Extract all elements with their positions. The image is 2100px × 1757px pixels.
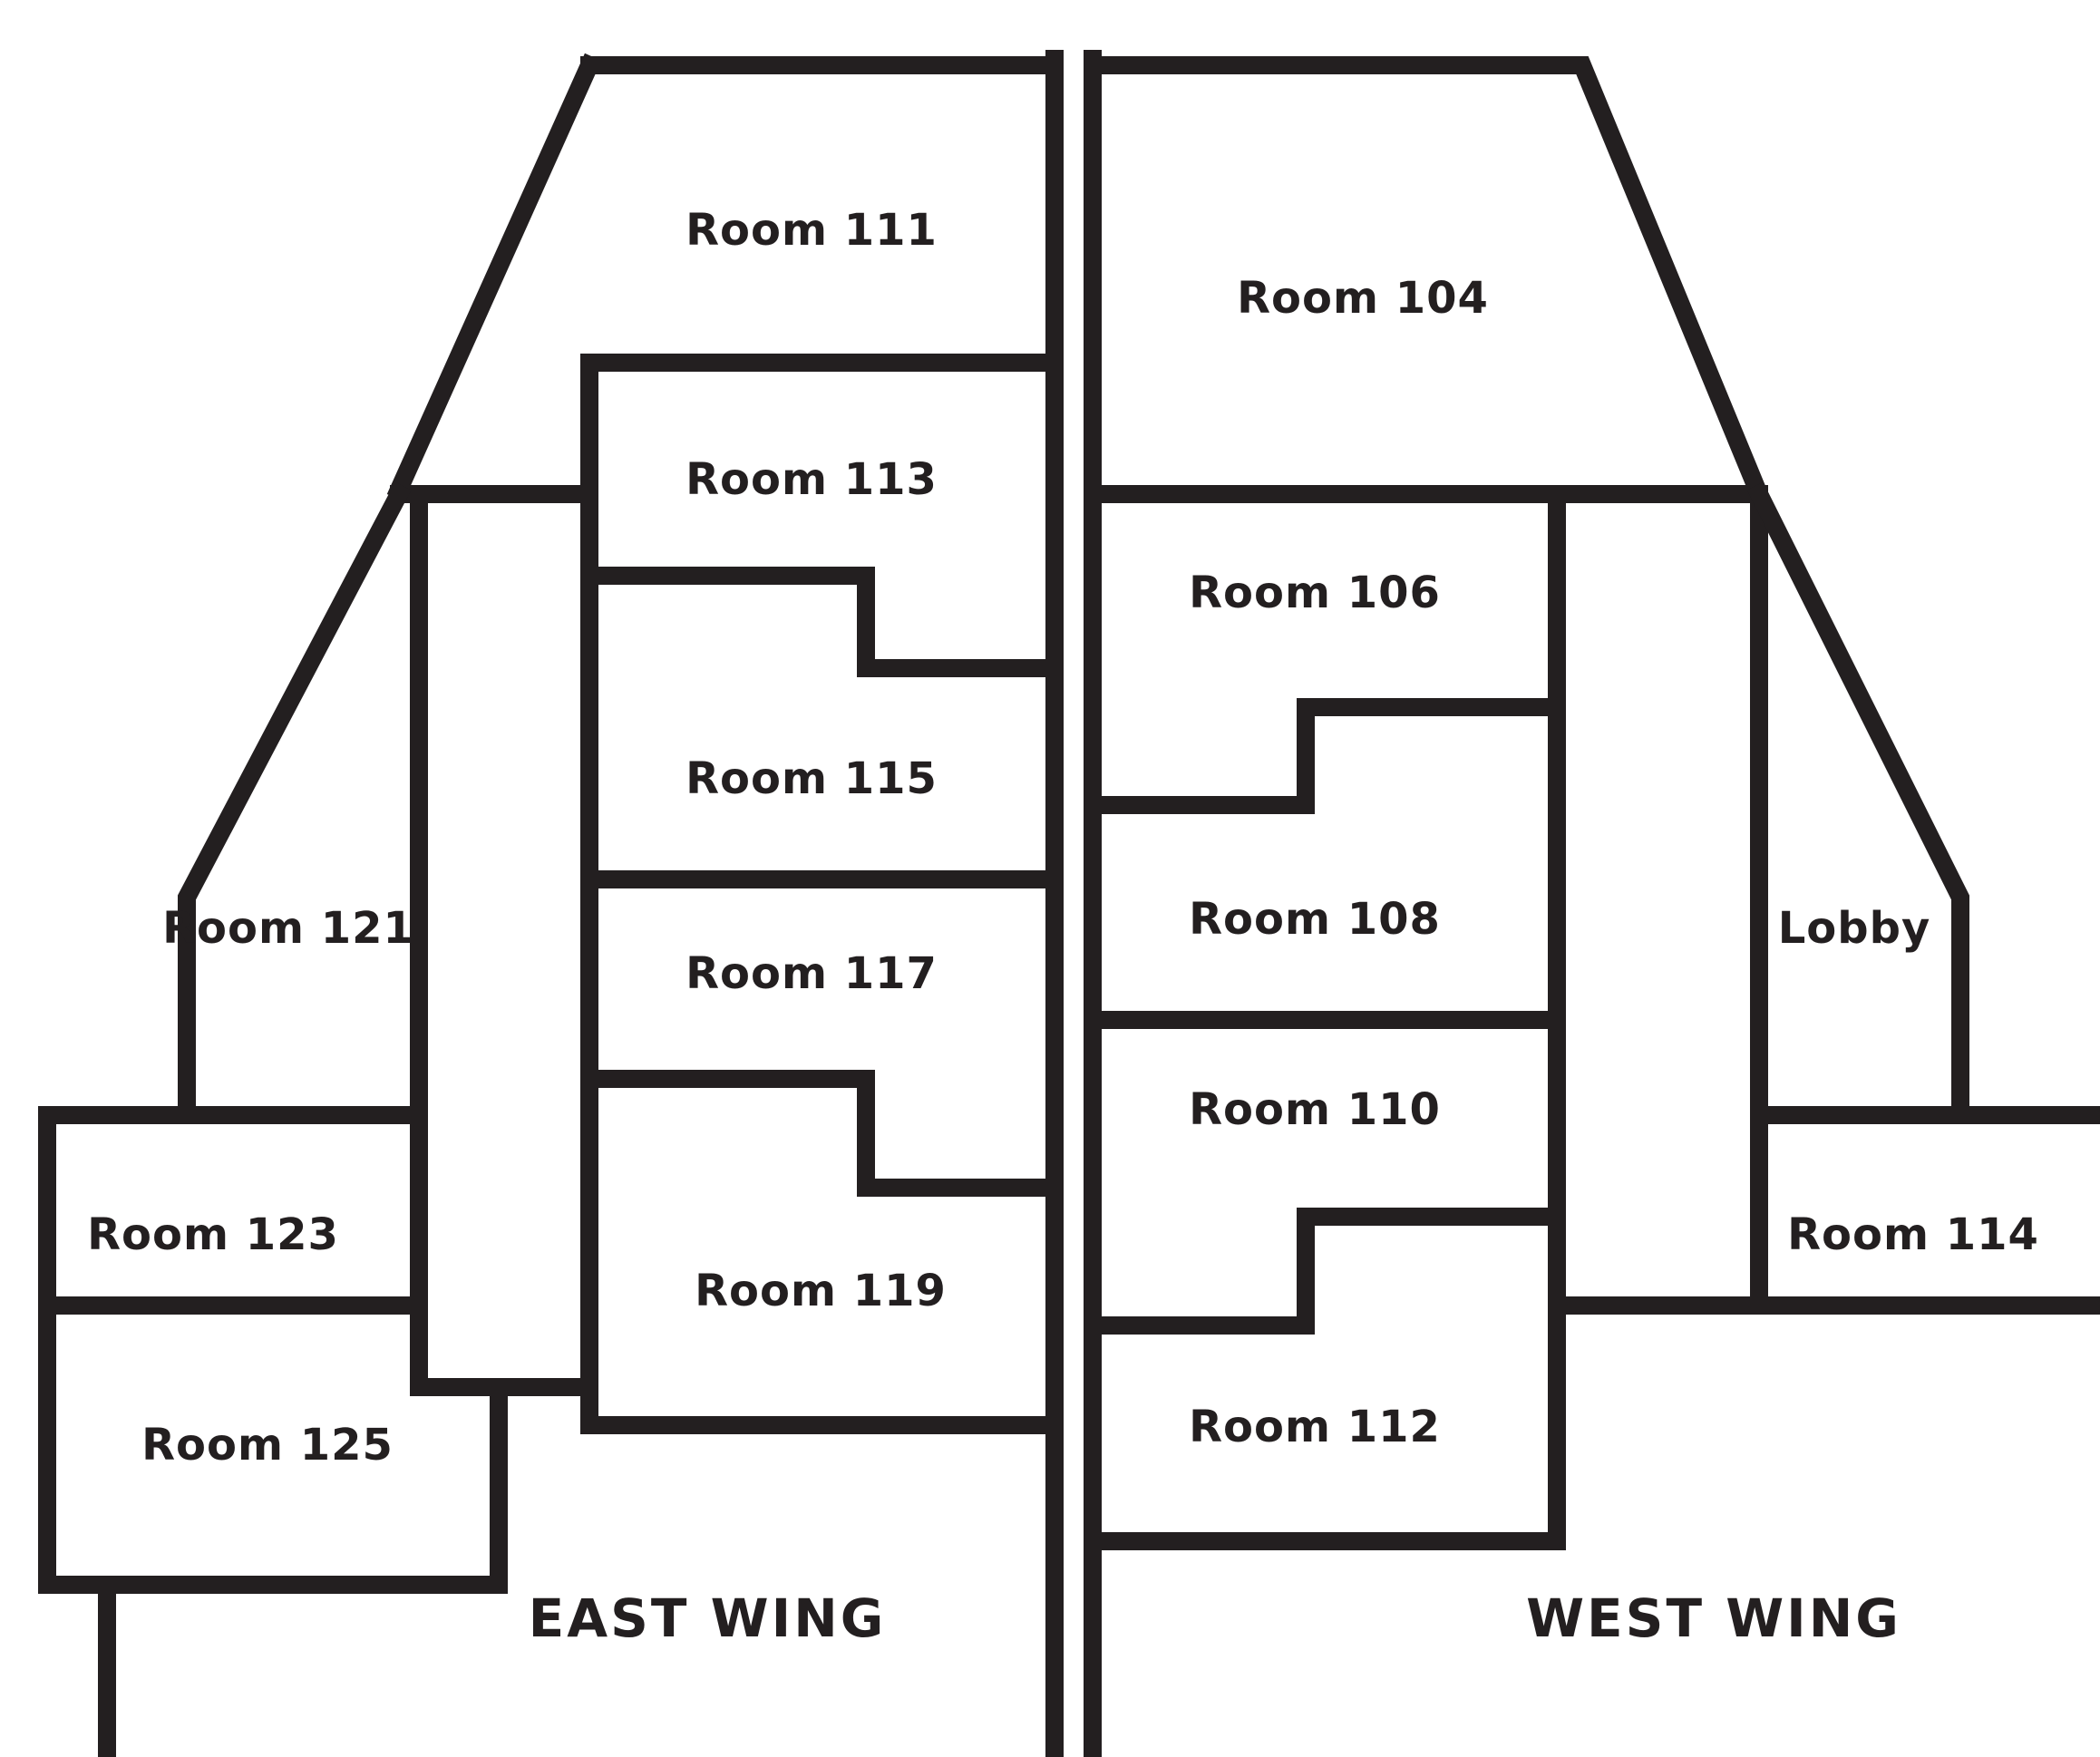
room-label-left-0: Room 111 (685, 205, 938, 256)
wing-label-right: WEST WING (1526, 1587, 1901, 1649)
room-outline-left-stair (390, 485, 598, 1396)
room-label-right-2: Room 108 (1189, 894, 1441, 945)
room-label-left-2: Room 115 (685, 753, 938, 804)
room-outline-left-top (386, 53, 1064, 503)
room-label-right-0: Room 104 (1237, 273, 1489, 324)
room-outline-right-stair (1548, 485, 1768, 1315)
room-outline-right-outer (1746, 481, 2100, 1315)
room-label-left-7: Room 125 (141, 1420, 394, 1471)
room-outline-right-column (1084, 485, 1566, 1550)
room-outline-right-top (1084, 56, 1772, 507)
room-label-right-1: Room 106 (1189, 568, 1441, 618)
room-outline-left-column (580, 354, 1064, 1434)
room-label-left-4: Room 119 (695, 1266, 947, 1316)
room-label-right-lobby: Lobby (1778, 903, 1931, 954)
room-label-right-5: Room 114 (1787, 1209, 2039, 1260)
wing-label-left: EAST WING (529, 1587, 887, 1649)
room-label-right-3: Room 110 (1189, 1084, 1441, 1135)
room-label-left-6: Room 123 (87, 1209, 339, 1260)
room-label-left-5: Room 121 (162, 903, 414, 954)
room-outline-left-outer (38, 481, 508, 1757)
room-label-right-4: Room 112 (1189, 1402, 1441, 1452)
room-label-left-1: Room 113 (685, 454, 938, 505)
room-label-left-3: Room 117 (685, 948, 938, 999)
